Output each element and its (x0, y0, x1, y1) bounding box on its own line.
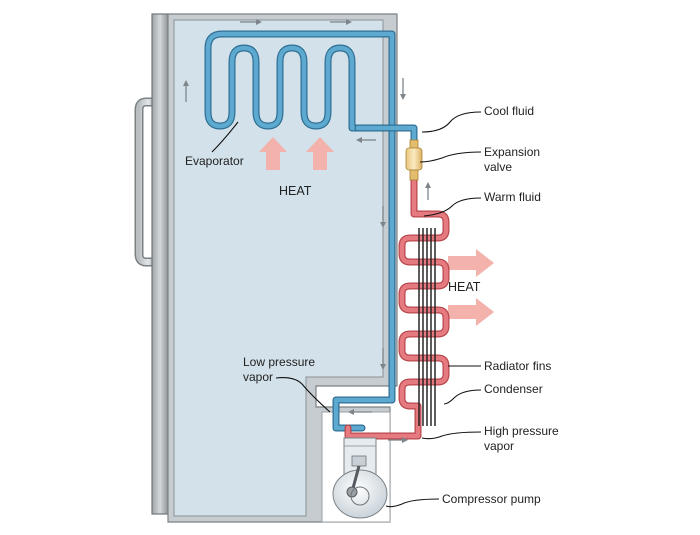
heat-arrows-outside (448, 249, 494, 326)
cool-fluid-label: Cool fluid (484, 104, 535, 118)
radiator-fins-label: Radiator fins (484, 359, 552, 373)
expansion-valve-label-line2: valve (484, 160, 513, 174)
warm-fluid-label: Warm fluid (484, 190, 541, 204)
expansion-valve (405, 139, 423, 181)
warm-pipe (344, 176, 450, 440)
leader-lines (211, 111, 482, 508)
low-pressure-vapor-label-line1: Low pressure (243, 355, 316, 369)
high-pressure-vapor-label-line1: High pressure (484, 424, 559, 438)
refrigerator-door (151, 13, 169, 515)
expansion-valve-label-line1: Expansion (484, 145, 541, 159)
door-handle (134, 97, 162, 267)
evaporator-label: Evaporator (185, 154, 244, 168)
condenser-label: Condenser (484, 382, 543, 396)
flow-arrows (183, 19, 431, 443)
high-pressure-vapor-label-line2: vapor (484, 439, 515, 453)
heat-outside-label: HEAT (448, 280, 481, 294)
heat-inside-label: HEAT (279, 184, 312, 198)
compressor-pump-label: Compressor pump (442, 492, 541, 506)
cool-pipe (204, 30, 418, 432)
refrigerator-interior (173, 19, 384, 517)
compressor-pump (332, 437, 388, 519)
low-pressure-vapor-label-line2: vapor (243, 370, 274, 384)
heat-arrows-inside (259, 137, 334, 170)
radiator-fins (418, 228, 436, 426)
